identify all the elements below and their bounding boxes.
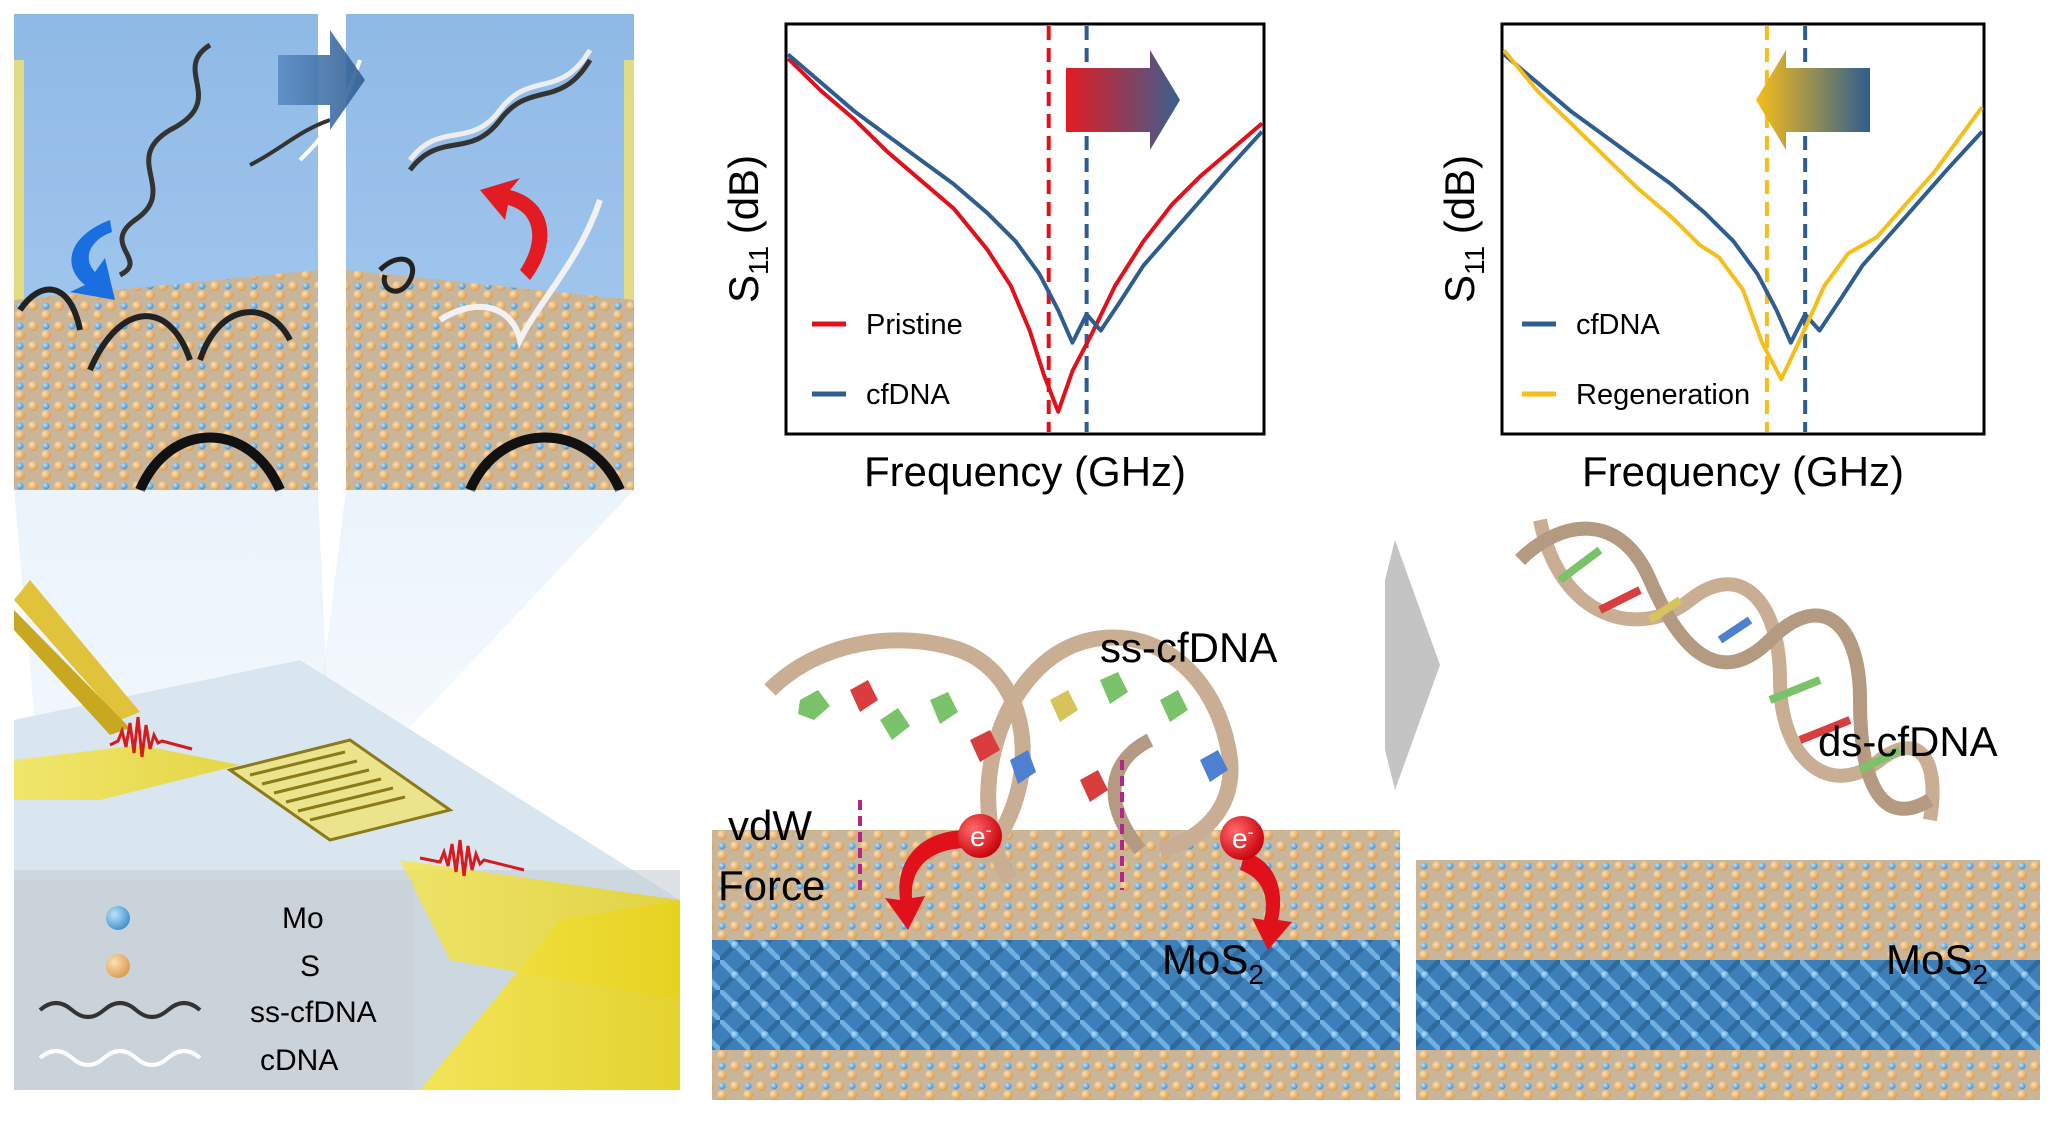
- interdigitated-electrode: [226, 738, 454, 842]
- chart-cfdna-vs-regeneration: cfDNA Regeneration Frequency (GHz) S11 (…: [1436, 22, 1986, 495]
- chart-a-series-cfdna: [786, 52, 1264, 345]
- ds-base-pairs: [1557, 546, 1902, 774]
- chart-b-frame: [1500, 22, 1986, 436]
- electron-2-label: e-: [1232, 822, 1254, 854]
- adsorption-arrow-icon: [70, 220, 115, 300]
- nucleobases: [798, 672, 1228, 802]
- chart-a-y-axis-label: S11 (dB): [720, 155, 774, 303]
- output-signal-icon: [419, 839, 525, 877]
- electron-1-label: e-: [970, 820, 992, 852]
- ds-cfdna-strand-2: [1515, 521, 1934, 816]
- chart-b-series-regeneration: [1502, 49, 1984, 382]
- vdw-label-line2: Force: [718, 862, 825, 909]
- chart-pristine-vs-cfdna: Pristine cfDNA Frequency (GHz) S11 (dB): [720, 22, 1266, 495]
- legend-regeneration-label: Regeneration: [1576, 379, 1750, 411]
- transfer-arrow-icon: [278, 30, 365, 130]
- legend-ss-cfdna-label: ss-cfDNA: [250, 996, 377, 1029]
- chart-b-x-axis-label: Frequency (GHz): [1582, 448, 1904, 495]
- electron-2-icon: [1220, 816, 1264, 860]
- chart-b-series-cfdna: [1502, 52, 1984, 345]
- ss-cfdna-strand-icon: [38, 1001, 202, 1019]
- ss-cfdna-adsorbed-loops: [17, 286, 293, 372]
- electron-transfer-arrow-2-icon: [1240, 852, 1292, 950]
- mos2-lattice-left: [14, 270, 318, 490]
- legend-cdna-label: cDNA: [260, 1044, 338, 1077]
- ds-cfdna-released-scene: ds-cfDNA MoS2: [1416, 518, 2040, 1100]
- chart-a-x-axis-label: Frequency (GHz): [864, 448, 1186, 495]
- mos2-label-right: MoS2: [1886, 936, 1988, 990]
- legend-pristine-label: Pristine: [866, 309, 963, 341]
- ss-cfdna-label: ss-cfDNA: [1100, 624, 1277, 671]
- mo-atom-icon: [106, 906, 130, 930]
- ss-cfdna-strand-falling: [118, 42, 212, 278]
- ds-cfdna-strand-1: [1533, 518, 1940, 822]
- mos2-label-left: MoS2: [1162, 936, 1264, 990]
- legend-mo-label: Mo: [282, 902, 324, 935]
- cdna-strand-icon: [38, 1049, 202, 1067]
- process-arrow-icon: [1385, 540, 1440, 790]
- input-signal-icon: [109, 716, 193, 758]
- vdw-label-line1: vdW: [728, 802, 812, 849]
- ss-cfdna-on-mos2-scene: e- e- vdW Force ss-cfDNA MoS2: [712, 624, 1400, 1100]
- shift-left-arrow-icon: [1756, 50, 1870, 150]
- electron-transfer-arrow-1-icon: [885, 830, 968, 930]
- legend-s-label: S: [300, 950, 320, 983]
- ds-cfdna-label: ds-cfDNA: [1818, 718, 1998, 765]
- legend-cfdna-label-b: cfDNA: [1576, 309, 1660, 341]
- electron-1-icon: [958, 814, 1002, 858]
- chart-a-series-pristine: [786, 57, 1264, 414]
- desorption-arrow-icon: [480, 178, 548, 280]
- shift-right-arrow-icon: [1066, 50, 1180, 150]
- chart-a-frame: [784, 22, 1266, 436]
- legend-box: [14, 880, 414, 1090]
- ss-cfdna-backbone: [764, 632, 1031, 866]
- device-illustration: Mo S ss-cfDNA cDNA: [14, 14, 680, 1090]
- chart-b-y-axis-label: S11 (dB): [1436, 155, 1490, 303]
- legend-cfdna-label-a: cfDNA: [866, 379, 950, 411]
- s-atom-icon: [106, 954, 130, 978]
